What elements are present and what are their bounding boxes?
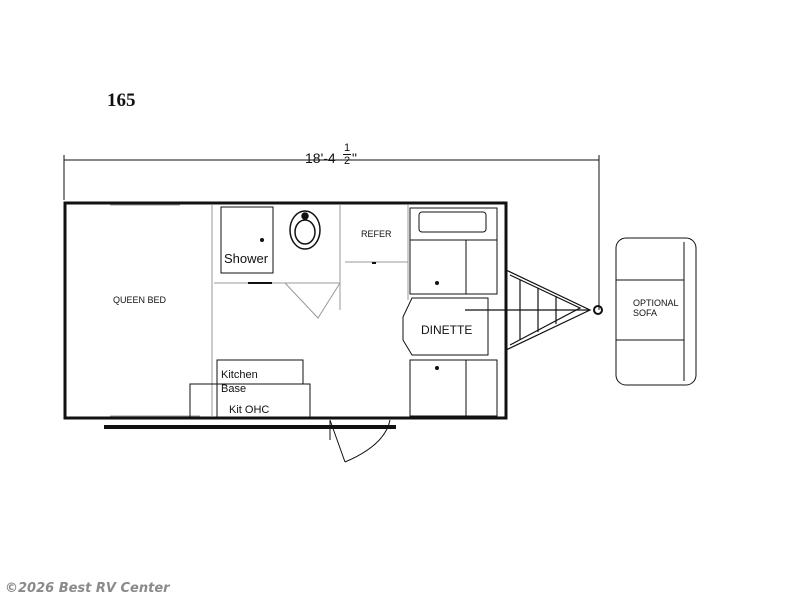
coupler (593, 305, 603, 315)
kitchen (189, 359, 311, 419)
optional-sofa (615, 237, 697, 386)
kitchen-base-label: Kitchen Base (221, 369, 258, 395)
length-fraction: 1 2 (343, 142, 351, 167)
bath-door-swing (284, 282, 341, 319)
model-number: 165 (107, 90, 136, 111)
toilet-icon (289, 210, 321, 250)
fraction-numerator: 1 (343, 142, 351, 154)
shower-label: Shower (224, 251, 269, 266)
hitch-tongue (465, 269, 592, 351)
overall-length: 18'-4 (305, 150, 336, 166)
bedroom-partition (110, 204, 213, 417)
bathroom (214, 205, 341, 319)
dinette-table (402, 297, 489, 356)
exterior-wall (63, 201, 508, 420)
inch-mark: " (352, 150, 357, 166)
entry-door (329, 419, 391, 463)
dinette-label: DINETTE (421, 323, 473, 337)
shower-drain (260, 238, 264, 242)
refer-label: REFER (361, 229, 392, 239)
kit-ohc-label: Kit OHC (229, 404, 270, 416)
refrigerator (345, 205, 409, 300)
optional-sofa-label: OPTIONAL SOFA (633, 298, 679, 318)
copyright-watermark: ©2026 Best RV Center (5, 581, 170, 596)
fraction-denominator: 2 (343, 155, 351, 167)
dimension-line (63, 155, 600, 310)
queen-bed-label: QUEEN BED (113, 295, 167, 305)
shower-stall (220, 206, 274, 274)
dinette (402, 207, 498, 417)
